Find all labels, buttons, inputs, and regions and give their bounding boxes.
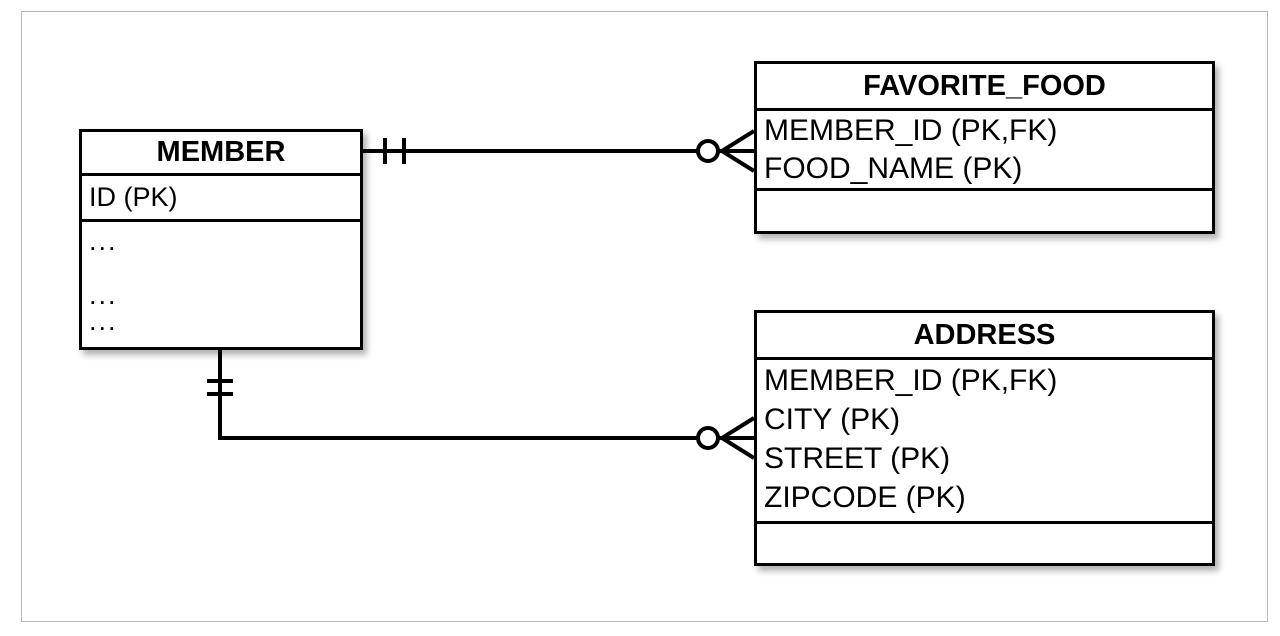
attribute-favorite-food-member-id: MEMBER_ID (PK,FK) [764,114,1058,147]
entity-address-body-section [757,524,1212,562]
attribute-member-placeholder-2: ... [89,280,118,310]
attribute-member-placeholder-1: ... [89,226,118,256]
attribute-favorite-food-food-name: FOOD_NAME (PK) [764,152,1023,185]
cardinality-zero-circle-2 [696,426,720,450]
entity-favorite-food-title: FAVORITE_FOOD [757,64,1212,111]
cardinality-zero-circle [696,139,720,163]
entity-member[interactable]: MEMBER ID (PK) ... ... ... [79,129,363,350]
diagram-canvas: MEMBER ID (PK) ... ... ... FAVORITE_FOOD… [21,11,1268,622]
entity-member-body-section: ... ... ... [82,222,360,344]
entity-favorite-food[interactable]: FAVORITE_FOOD MEMBER_ID (PK,FK) FOOD_NAM… [754,61,1215,234]
connector-line-bottom [218,349,754,440]
attribute-address-city: CITY (PK) [764,403,901,436]
relationship-member-address[interactable] [207,349,756,460]
entity-address-key-section: MEMBER_ID (PK,FK) CITY (PK) STREET (PK) … [757,360,1212,524]
entity-favorite-food-body-section [757,191,1212,228]
attribute-address-member-id: MEMBER_ID (PK,FK) [764,364,1058,397]
entity-member-title: MEMBER [82,132,360,176]
relationship-member-favorite-food[interactable] [363,129,756,173]
cardinality-many-crowsfoot-2 [720,416,756,460]
attribute-address-zipcode: ZIPCODE (PK) [764,481,966,514]
attribute-member-id: ID (PK) [89,182,178,212]
entity-address[interactable]: ADDRESS MEMBER_ID (PK,FK) CITY (PK) STRE… [754,310,1215,566]
cardinality-many-crowsfoot [720,129,756,173]
attribute-member-placeholder-3: ... [89,306,118,336]
relationship-connectors [207,129,756,460]
entity-address-title: ADDRESS [757,313,1212,360]
attribute-address-street: STREET (PK) [764,442,951,475]
entity-favorite-food-key-section: MEMBER_ID (PK,FK) FOOD_NAME (PK) [757,111,1212,191]
entity-member-key-section: ID (PK) [82,176,360,222]
